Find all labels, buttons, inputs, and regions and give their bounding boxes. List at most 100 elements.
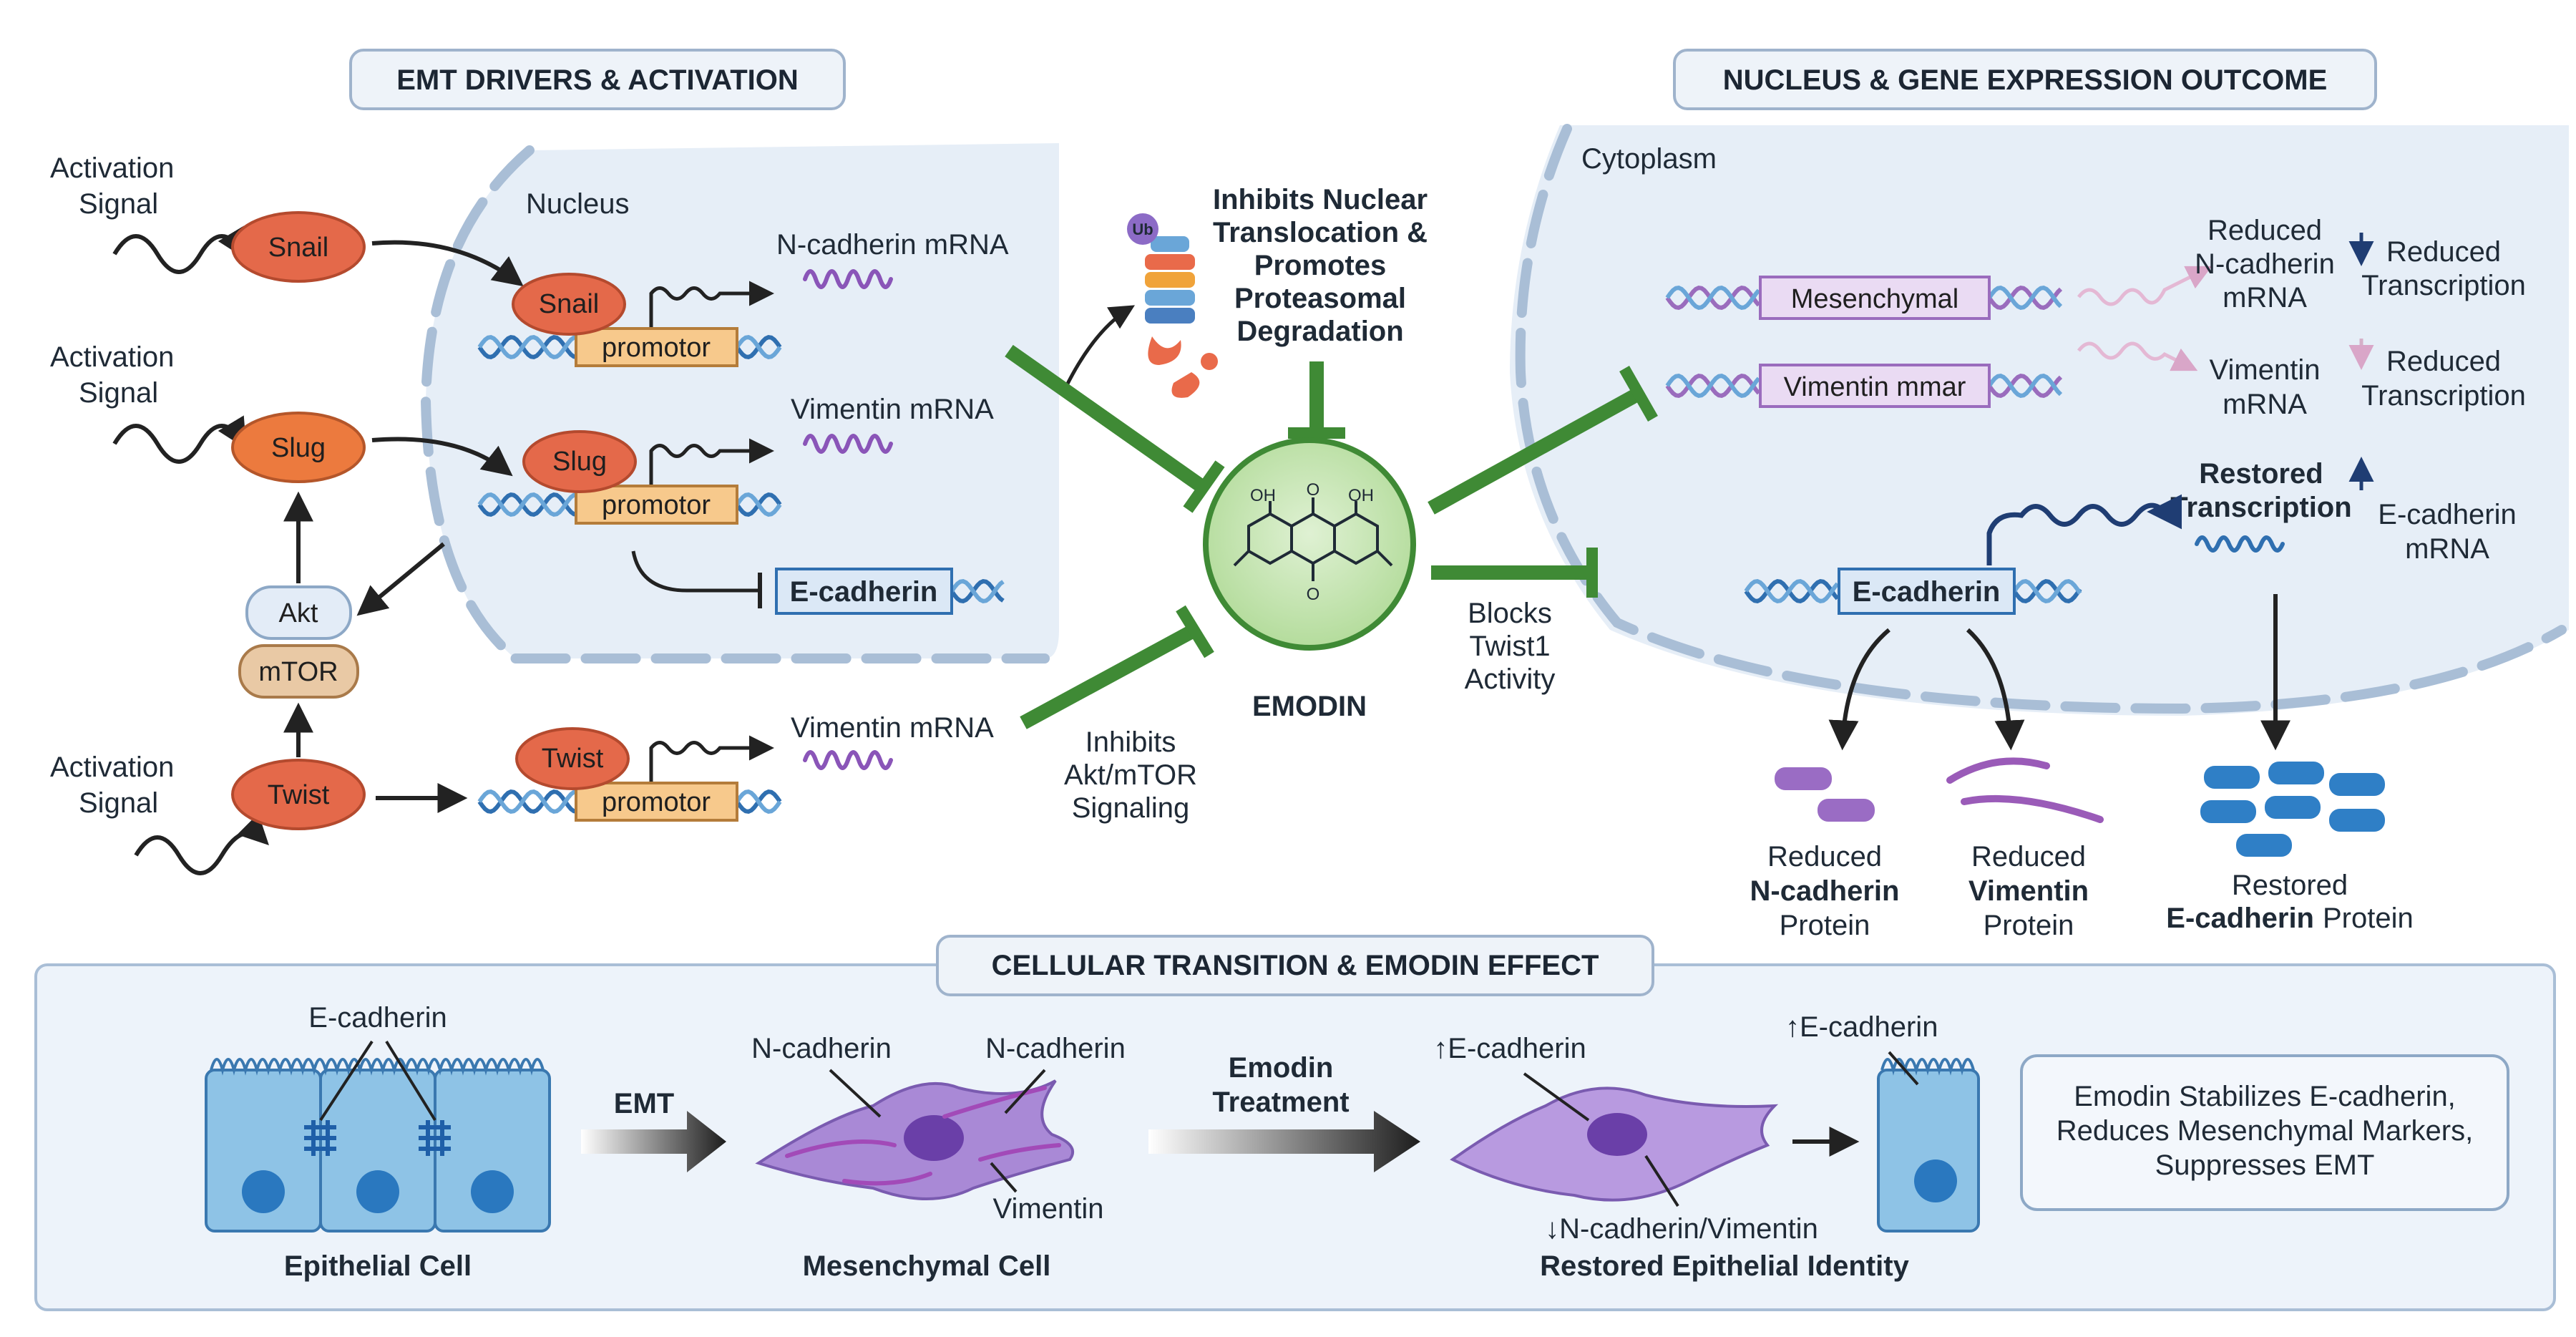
ecad-right-dna-left <box>1744 579 1840 603</box>
ecad-mrna-right-line-2: mRNA <box>2405 533 2489 565</box>
snail-protein: Snail <box>231 211 366 283</box>
mesenchymal-cell-label: Mesenchymal Cell <box>803 1250 1051 1282</box>
final-up-ecad-label: ↑E-cadherin <box>1785 1011 1938 1043</box>
reduced-transcription-1-line-1: Reduced <box>2386 236 2501 268</box>
inhibits-nuclear-line-2: Translocation & <box>1213 217 1428 248</box>
faded-arrow-ncad <box>2077 266 2212 306</box>
ub-tag: Ub <box>1132 220 1153 238</box>
mesenchymal-dna-right <box>1987 286 2063 310</box>
activation-signal-label-3: Activation <box>50 752 174 783</box>
left-nucleus-membrane <box>420 145 1050 663</box>
reduced-ncad-mrna-line-2: N-cadherin <box>2195 248 2335 280</box>
svg-text:promotor: promotor <box>602 787 711 817</box>
final-epithelial-cell <box>1877 1058 1980 1233</box>
blocks-twist-line-2: Twist1 <box>1469 631 1550 662</box>
arrow-nucleus-to-akt <box>356 542 445 616</box>
activation-signal-label-1b: Signal <box>79 188 158 220</box>
summary-line-1: Emodin Stabilizes E-cadherin, <box>2074 1081 2456 1112</box>
emodin-treatment-line-1: Emodin <box>1229 1052 1334 1084</box>
reduced-ncad-mrna-line-1: Reduced <box>2207 215 2322 246</box>
e-cadherin-protein-icon <box>2200 762 2385 857</box>
slug-gene-mrna <box>803 434 893 454</box>
o-top: O <box>1307 480 1320 500</box>
leader-up-ecad <box>1523 1072 1590 1122</box>
reduced-vim-protein-line-2: Vimentin <box>1968 875 2089 907</box>
leader-ncad-2 <box>1004 1069 1046 1114</box>
reduced-transcription-1-line-2: Transcription <box>2361 270 2526 301</box>
svg-text:CELLULAR TRANSITION & EMODIN E: CELLULAR TRANSITION & EMODIN EFFECT <box>992 950 1599 981</box>
arrow-slug-to-nucleus <box>371 437 513 477</box>
reduced-ncad-protein-line-1: Reduced <box>1767 841 1882 872</box>
arrow-to-proteasome <box>1064 305 1136 388</box>
svg-text:Snail: Snail <box>539 289 600 319</box>
svg-text:Vimentin mmar: Vimentin mmar <box>1784 372 1966 402</box>
svg-text:EMT DRIVERS & ACTIVATION: EMT DRIVERS & ACTIVATION <box>396 64 798 96</box>
n-cadherin-mrna-label: N-cadherin mRNA <box>776 229 1009 261</box>
bottom-ecad-label: E-cadherin <box>308 1002 447 1034</box>
emodin-treatment-line-2: Treatment <box>1212 1086 1349 1118</box>
reduced-transcription-2-line-2: Transcription <box>2361 380 2526 412</box>
twist-gene-transcription-arrow <box>649 735 774 782</box>
o-bottom: O <box>1307 585 1320 604</box>
snail-gene-mrna <box>803 269 893 289</box>
blocks-twist-line-1: Blocks <box>1468 598 1552 629</box>
activation-signal-label-1: Activation <box>50 152 174 184</box>
svg-text:Twist: Twist <box>268 780 330 810</box>
oh-right: OH <box>1348 486 1374 505</box>
restored-cell <box>1450 1086 1779 1202</box>
ecad-mrna-right-line-1: E-cadherin <box>2378 499 2516 530</box>
right-gene-rows <box>1665 286 2285 603</box>
svg-text:Twist: Twist <box>542 744 604 774</box>
vimentin-mrna-right-line-1: Vimentin <box>2210 354 2321 386</box>
up-ecad-label: ↑E-cadherin <box>1433 1033 1586 1064</box>
svg-text:promotor: promotor <box>602 333 711 363</box>
e-cadherin-gene-right: E-cadherin <box>1838 568 2016 615</box>
proteasome-icon: Ub <box>1127 213 1218 398</box>
emt-arrow <box>581 1111 726 1172</box>
summary-box: Emodin Stabilizes E-cadherin, Reduces Me… <box>2020 1054 2509 1211</box>
inhibitor-lines <box>1005 344 1658 729</box>
twist-gene-tf-bound: Twist <box>515 727 630 790</box>
vimentin-mrna-right-line-2: mRNA <box>2223 389 2307 420</box>
emodin-label: EMODIN <box>1252 691 1367 722</box>
twist-protein: Twist <box>231 759 366 830</box>
restored-transcription-arrow <box>1986 494 2182 565</box>
restored-transcription-line-2: Transcription <box>2170 492 2351 523</box>
n-cadherin-protein-icon <box>1775 767 1875 822</box>
inhibits-nuclear-line-4: Proteasomal <box>1234 283 1406 314</box>
e-cadherin-gene-left: E-cadherin <box>775 568 953 615</box>
leader-down-ncad <box>1644 1154 1679 1207</box>
faded-arrow-vim <box>2077 341 2198 371</box>
reduced-vim-protein-line-1: Reduced <box>1971 841 2086 872</box>
vimentin-mrna-label-1: Vimentin mRNA <box>791 394 994 425</box>
reduced-vim-protein-line-3: Protein <box>1984 910 2074 941</box>
activation-signal-label-2b: Signal <box>79 377 158 409</box>
inhibits-nuclear-line-3: Promotes <box>1254 250 1387 281</box>
vimentin-dna-left <box>1665 374 1761 398</box>
svg-text:Slug: Slug <box>552 447 607 477</box>
inhibits-nuclear-line-1: Inhibits Nuclear <box>1213 184 1428 215</box>
twist-gene-promotor: promotor <box>575 782 738 822</box>
slug-gene-promotor: promotor <box>575 485 738 525</box>
bottom-ncad-label-1: N-cadherin <box>751 1033 892 1064</box>
vimentin-mrna-label-2: Vimentin mRNA <box>791 712 994 744</box>
mesenchymal-gene-box: Mesenchymal <box>1759 276 1991 320</box>
summary-line-2: Reduces Mesenchymal Markers, <box>2057 1115 2473 1147</box>
mesenchymal-cell <box>755 1079 1075 1200</box>
cytoplasm-label: Cytoplasm <box>1581 143 1717 175</box>
slug-gene-tf-bound: Slug <box>522 430 637 493</box>
svg-text:Mesenchymal: Mesenchymal <box>1791 284 1958 314</box>
leader-vim <box>990 1162 1018 1193</box>
oh-left: OH <box>1250 486 1276 505</box>
right-nucleus-membrane <box>1515 124 2567 714</box>
slug-protein: Slug <box>231 412 366 483</box>
activation-signal-label-2: Activation <box>50 341 174 373</box>
svg-text:E-cadherin: E-cadherin <box>1853 576 2001 608</box>
restored-transcription-line-1: Restored <box>2199 458 2323 490</box>
vimentin-protein-icon <box>1946 757 2104 823</box>
signal-squiggle-3 <box>134 813 269 875</box>
akt-node: Akt <box>245 585 352 640</box>
